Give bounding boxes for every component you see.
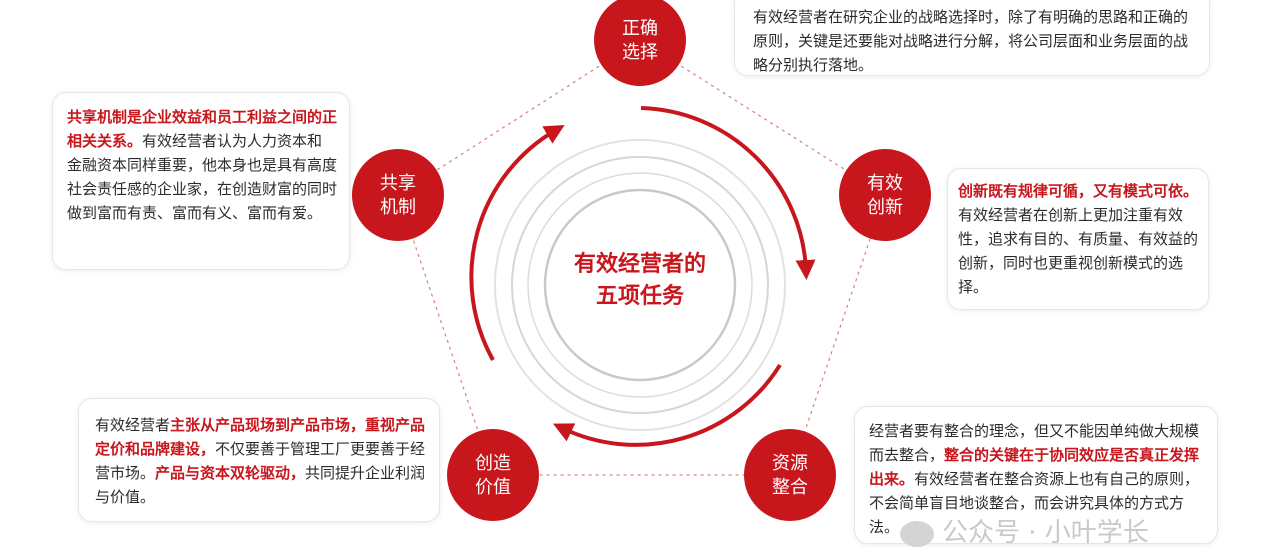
- body-text: 经营者要有整合的理念，但又不能因单纯做大规模而去整合，: [869, 422, 1200, 464]
- textbox-shared-text: 共享机制是企业效益和员工利益之间的正相关关系。有效经营者认为人力资本和金融资本同…: [67, 105, 337, 225]
- center-title-line-2: 五项任务: [596, 283, 685, 309]
- node-resource-integration-line-2: 整合: [772, 477, 808, 498]
- node-effective-innovation-line-1: 有效: [867, 173, 903, 194]
- textbox-innovation: 创新既有规律可循，又有模式可依。有效经营者在创新上更加注重有效性，追求有目的、有…: [947, 168, 1209, 310]
- node-shared-mechanism: 共享 机制: [352, 149, 444, 241]
- body-text: 有效经营者认为人力资本和金融资本同样重要，他本身也是具有高度社会责任感的企业家，…: [67, 132, 338, 222]
- textbox-integration-text: 经营者要有整合的理念，但又不能因单纯做大规模而去整合，整合的关键在于协同效应是否…: [869, 419, 1205, 539]
- node-correct-choice-line-2: 选择: [622, 42, 658, 63]
- pentagon-outline: [397, 39, 886, 476]
- center-title-line-1: 有效经营者的: [574, 251, 706, 277]
- node-resource-integration-line-1: 资源: [772, 453, 808, 474]
- highlight-text: 创新既有规律可循，又有模式可依。: [958, 182, 1199, 200]
- center-ring-mid: [511, 156, 769, 414]
- node-effective-innovation-line-2: 创新: [867, 197, 903, 218]
- textbox-correct-choice: 有效经营者在研究企业的战略选择时，除了有明确的思路和正确的原则，关键是还要能对战…: [734, 0, 1210, 76]
- textbox-value-text: 有效经营者主张从产品现场到产品市场，重视产品定价和品牌建设，不仅要善于管理工厂更…: [95, 413, 427, 509]
- watermark-text: 公众号 · 小叶学长: [942, 518, 1149, 548]
- body-text: 有效经营者在研究企业的战略选择时，除了有明确的思路和正确的原则，关键是还要能对战…: [753, 8, 1189, 74]
- node-shared-mechanism-line-2: 机制: [380, 197, 416, 218]
- body-text: 有效经营者: [95, 416, 171, 434]
- watermark: 公众号 · 小叶学长: [900, 512, 1149, 549]
- center-disc: [543, 188, 737, 382]
- body-text: 不仅要善于管理工厂更要善于经营市场。: [95, 440, 426, 482]
- body-text: 有效经营者在整合资源上也有自己的原则，不会简单盲目地谈整合，而会讲究具体的方式方…: [869, 470, 1200, 536]
- textbox-innovation-text: 创新既有规律可循，又有模式可依。有效经营者在创新上更加注重有效性，追求有目的、有…: [958, 179, 1198, 299]
- center-ring-inner: [527, 172, 753, 398]
- cycle-arrow-bottom: [552, 363, 782, 447]
- body-text: 有效经营者在创新上更加注重有效性，追求有目的、有质量、有效益的创新，同时也更重视…: [958, 206, 1199, 296]
- cycle-arrow-left: [469, 124, 565, 361]
- node-correct-choice: 正确 选择: [594, 0, 686, 86]
- highlight-text: 产品与资本双轮驱动，: [155, 464, 306, 482]
- highlight-text: 整合的关键在于协同效应是否真正发挥出来。: [869, 446, 1200, 488]
- textbox-shared: 共享机制是企业效益和员工利益之间的正相关关系。有效经营者认为人力资本和金融资本同…: [52, 92, 350, 270]
- node-value-creation: 创造 价值: [447, 429, 539, 521]
- node-effective-innovation: 有效 创新: [839, 149, 931, 241]
- textbox-correct-choice-text: 有效经营者在研究企业的战略选择时，除了有明确的思路和正确的原则，关键是还要能对战…: [753, 5, 1193, 77]
- node-correct-choice-line-1: 正确: [622, 18, 658, 39]
- highlight-text: 共享机制是企业效益和员工利益之间的正相关关系。: [67, 108, 338, 150]
- node-value-creation-line-1: 创造: [475, 453, 511, 474]
- cycle-arrow-right: [640, 106, 816, 280]
- textbox-value: 有效经营者主张从产品现场到产品市场，重视产品定价和品牌建设，不仅要善于管理工厂更…: [78, 398, 440, 522]
- body-text: 共同提升企业利润与价值。: [95, 464, 426, 506]
- node-shared-mechanism-line-1: 共享: [380, 173, 416, 194]
- center-ring-outer: [494, 139, 786, 431]
- node-resource-integration: 资源 整合: [744, 429, 836, 521]
- wechat-icon: [900, 520, 934, 547]
- node-value-creation-line-2: 价值: [475, 477, 511, 498]
- highlight-text: 主张从产品现场到产品市场，重视产品定价和品牌建设，: [95, 416, 426, 458]
